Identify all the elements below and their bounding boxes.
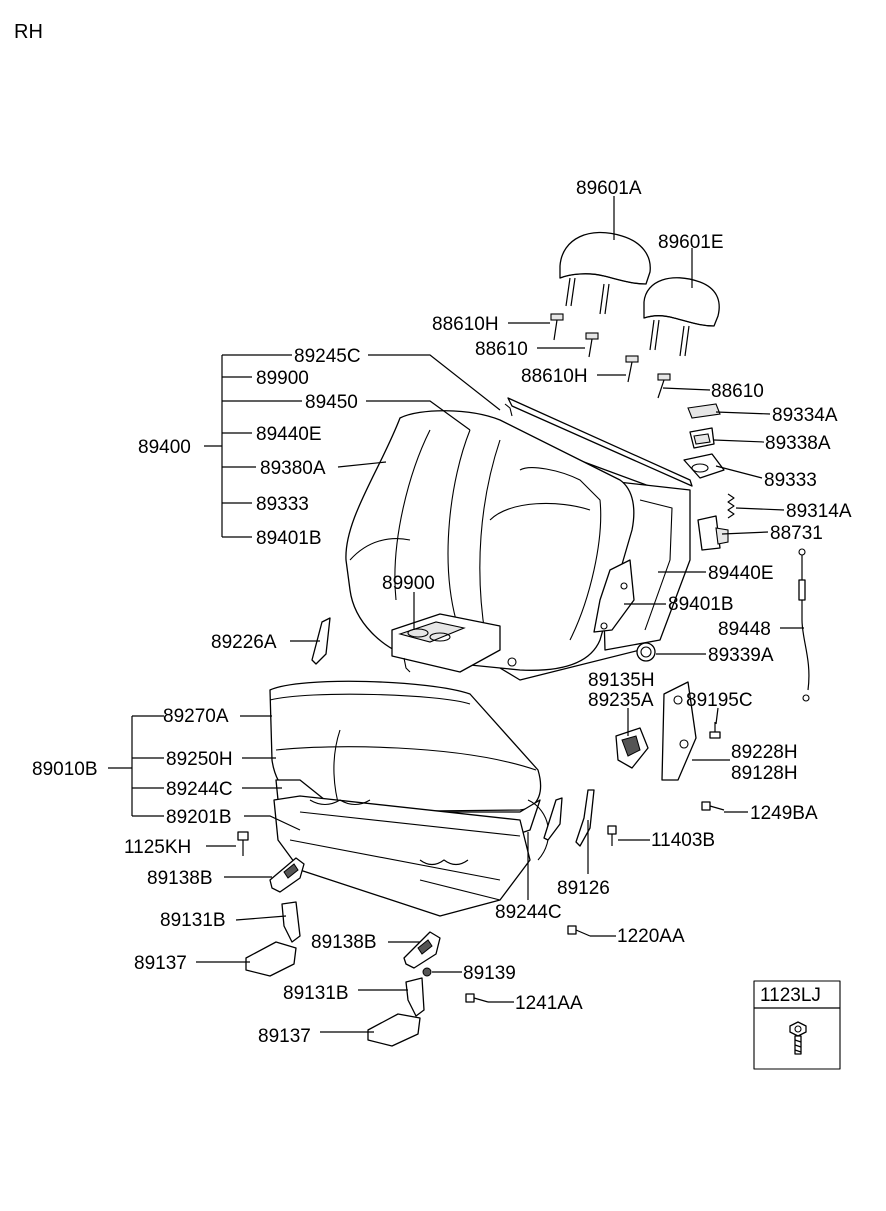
cover-89131B-right [405, 977, 425, 1017]
legend-box-1123LJ: 1123LJ [753, 980, 841, 1070]
guide-pins [550, 313, 671, 399]
bolt-1249BA [701, 801, 725, 811]
nut-89139 [422, 967, 432, 977]
cover-89235A [615, 727, 649, 769]
label-88610H-2: 88610H [521, 366, 588, 387]
label-89244C-2: 89244C [495, 902, 562, 923]
label-89900-2: 89900 [382, 573, 435, 594]
leader-lines [108, 196, 804, 1033]
spring-89314A [727, 493, 735, 519]
label-1220AA: 1220AA [617, 926, 685, 947]
latch-88731 [697, 515, 729, 551]
label-88610-2: 88610 [711, 381, 764, 402]
label-89339A: 89339A [708, 645, 774, 666]
label-89137-2: 89137 [258, 1026, 311, 1047]
hinge-89138B-right [403, 931, 441, 969]
headrest-left [559, 231, 651, 315]
label-89400: 89400 [138, 437, 191, 458]
seat-back-hinge [593, 559, 635, 633]
label-89138B-1: 89138B [147, 868, 213, 889]
bracket-89338A [689, 427, 715, 449]
label-1241AA: 1241AA [515, 993, 583, 1014]
label-89235A: 89235A [588, 690, 654, 711]
label-89131B-1: 89131B [160, 910, 226, 931]
label-1125KH: 1125KH [124, 837, 191, 858]
foot-cover-89137-left [245, 941, 297, 977]
label-89450: 89450 [305, 392, 358, 413]
label-89131B-2: 89131B [283, 983, 349, 1004]
label-89334A: 89334A [772, 405, 838, 426]
part-labels: 89601A 89601E 88610H 88610 88610H 88610 … [32, 178, 852, 1047]
hinge-89138B-left [269, 857, 305, 893]
label-89250H: 89250H [166, 749, 233, 770]
label-89338A: 89338A [765, 433, 831, 454]
bolt-89195C [709, 722, 721, 739]
escutcheon-89333 [683, 453, 725, 479]
legend-box-title: 1123LJ [760, 985, 821, 1006]
label-89195C: 89195C [686, 690, 753, 711]
cover-89334A [687, 403, 721, 419]
label-89333-1: 89333 [256, 494, 309, 515]
label-89333-2: 89333 [764, 470, 817, 491]
label-89139: 89139 [463, 963, 516, 984]
bolt-1125KH [237, 831, 249, 856]
label-89601E: 89601E [658, 232, 724, 253]
label-89440E-1: 89440E [256, 424, 322, 445]
bolt-1220AA [567, 925, 591, 937]
bolt-1241AA [465, 993, 489, 1003]
label-88610-1: 88610 [475, 339, 528, 360]
label-89380A: 89380A [260, 458, 326, 479]
label-89128H: 89128H [731, 763, 798, 784]
seat-cushion-assembly [269, 680, 550, 917]
seat-back-assembly [345, 397, 693, 681]
label-89201B: 89201B [166, 807, 232, 828]
label-88731: 88731 [770, 523, 823, 544]
label-89138B-2: 89138B [311, 932, 377, 953]
bracket-89228H [661, 681, 697, 781]
headrest-right [643, 277, 720, 357]
bolt-11403B [607, 825, 617, 846]
screw-icon [789, 1021, 807, 1055]
label-89137-1: 89137 [134, 953, 187, 974]
cover-89131B-left [281, 901, 301, 943]
label-89900-1: 89900 [256, 368, 309, 389]
strip-89126 [575, 789, 595, 847]
label-89135H: 89135H [588, 670, 655, 691]
label-89244C-1: 89244C [166, 779, 233, 800]
cable-89448 [798, 548, 810, 702]
label-1249BA: 1249BA [750, 803, 818, 824]
label-89448: 89448 [718, 619, 771, 640]
label-88610H-1: 88610H [432, 314, 499, 335]
label-89440E-2: 89440E [708, 563, 774, 584]
foot-cover-89137-right [367, 1013, 421, 1047]
label-89314A: 89314A [786, 501, 852, 522]
grommet-89339A [636, 642, 656, 662]
label-11403B: 11403B [651, 830, 715, 851]
strap-89226A [311, 617, 331, 665]
label-89126: 89126 [557, 878, 610, 899]
label-89228H: 89228H [731, 742, 798, 763]
side-label: RH [14, 21, 43, 43]
label-89010B: 89010B [32, 759, 98, 780]
label-89270A: 89270A [163, 706, 229, 727]
label-89226A: 89226A [211, 632, 277, 653]
label-89401B-2: 89401B [668, 594, 734, 615]
label-89401B-1: 89401B [256, 528, 322, 549]
label-89245C: 89245C [294, 346, 361, 367]
strip-89244C [543, 797, 563, 841]
label-89601A: 89601A [576, 178, 642, 199]
